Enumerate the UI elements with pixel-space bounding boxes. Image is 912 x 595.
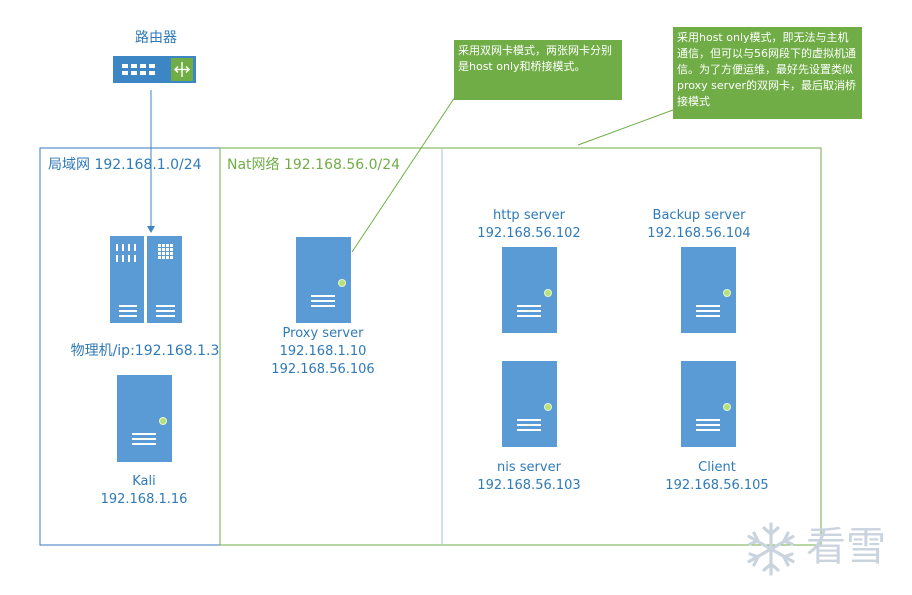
router-link-arrow [147, 226, 155, 233]
client-ip: 192.168.56.105 [665, 478, 769, 493]
kali-name: Kali [132, 474, 156, 489]
router-icon [113, 56, 196, 83]
nis-server-icon [502, 361, 557, 447]
http-server-ip: 192.168.56.102 [477, 226, 581, 241]
nat-zone-border [219, 147, 822, 546]
nis-server-name: nis server [497, 460, 561, 475]
http-server-name: http server [493, 208, 565, 223]
backup-server-icon [681, 247, 736, 333]
lan-zone-title: 局域网 192.168.1.0/24 [48, 157, 202, 173]
host-only-note-connector [577, 109, 674, 146]
snowflake-logo-icon [742, 520, 800, 578]
proxy-dual-nic-note: 采用双网卡模式，两张网卡分别是host only和桥接模式。 [454, 40, 622, 100]
kali-server-icon [117, 375, 172, 462]
proxy-ip-bridge: 192.168.1.10 [279, 344, 367, 359]
nis-server-ip: 192.168.56.103 [477, 478, 581, 493]
host-only-note: 采用host only模式，即无法与主机通信，但可以与56网段下的虚拟机通信。为… [673, 27, 862, 119]
kali-ip: 192.168.1.16 [100, 492, 188, 507]
physical-machine-label: 物理机/ip:192.168.1.3 [70, 343, 220, 359]
http-server-icon [502, 247, 557, 333]
client-icon [681, 361, 736, 447]
proxy-note-connector [351, 96, 456, 253]
proxy-name: Proxy server [282, 326, 364, 341]
router-ports-icon [122, 58, 193, 81]
watermark-text: 看雪 [806, 524, 886, 570]
proxy-server-icon [296, 237, 351, 323]
router-label: 路由器 [135, 30, 177, 46]
backup-server-name: Backup server [652, 208, 746, 223]
proxy-ip-hostonly: 192.168.56.106 [271, 362, 375, 377]
physical-machine-icon [110, 236, 182, 323]
nat-zone-title: Nat网络 192.168.56.0/24 [227, 157, 401, 173]
client-name: Client [698, 460, 736, 475]
backup-server-ip: 192.168.56.104 [647, 226, 751, 241]
